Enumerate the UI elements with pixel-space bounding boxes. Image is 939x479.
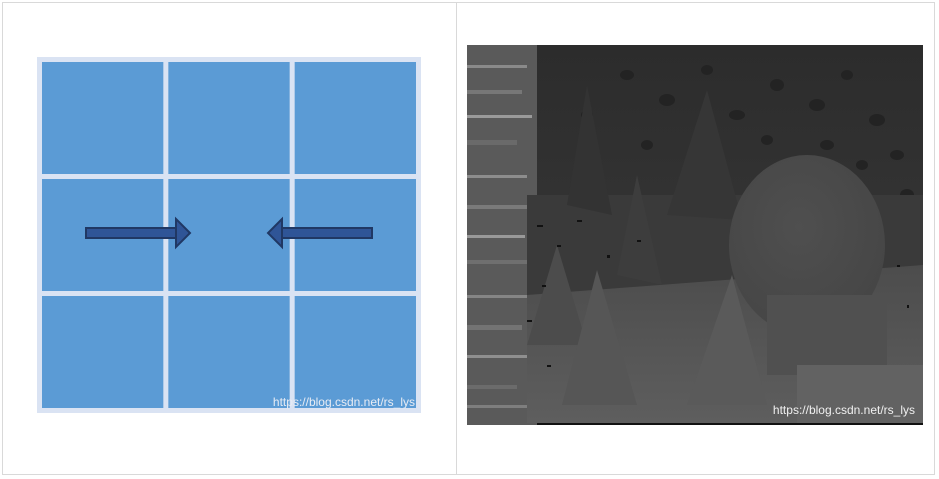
- grid-cell: [294, 62, 416, 174]
- cone-far-center: [667, 90, 742, 220]
- front-block: [797, 365, 923, 423]
- watermark-text: https://blog.csdn.net/rs_lys: [772, 403, 915, 417]
- grid-cell: [42, 296, 164, 408]
- grid-diagram: [37, 57, 421, 413]
- panel-divider: [456, 2, 457, 475]
- arrow-right-icon: [85, 216, 192, 250]
- disparity-map-image: [467, 45, 923, 425]
- left-edge-streaks: [467, 45, 537, 425]
- cone-near-left: [527, 245, 587, 345]
- grid-cell: [42, 62, 164, 174]
- noise-specks: [527, 220, 909, 367]
- cone-far-left: [567, 85, 612, 215]
- cone-near-center: [687, 275, 767, 405]
- disparity-map-panel: https://blog.csdn.net/rs_lys: [467, 45, 923, 425]
- grid-cell: [168, 62, 290, 174]
- grid-diagram-panel: https://blog.csdn.net/rs_lys: [37, 57, 421, 413]
- box-object: [767, 295, 887, 375]
- cone-mid-left: [617, 175, 662, 285]
- arrow-left-icon: [266, 216, 373, 250]
- watermark-text: https://blog.csdn.net/rs_lys: [272, 395, 415, 409]
- grid-cell: [294, 296, 416, 408]
- cone-near-center-left: [562, 270, 637, 405]
- sphere-object: [729, 155, 885, 335]
- grid-cell: [168, 296, 290, 408]
